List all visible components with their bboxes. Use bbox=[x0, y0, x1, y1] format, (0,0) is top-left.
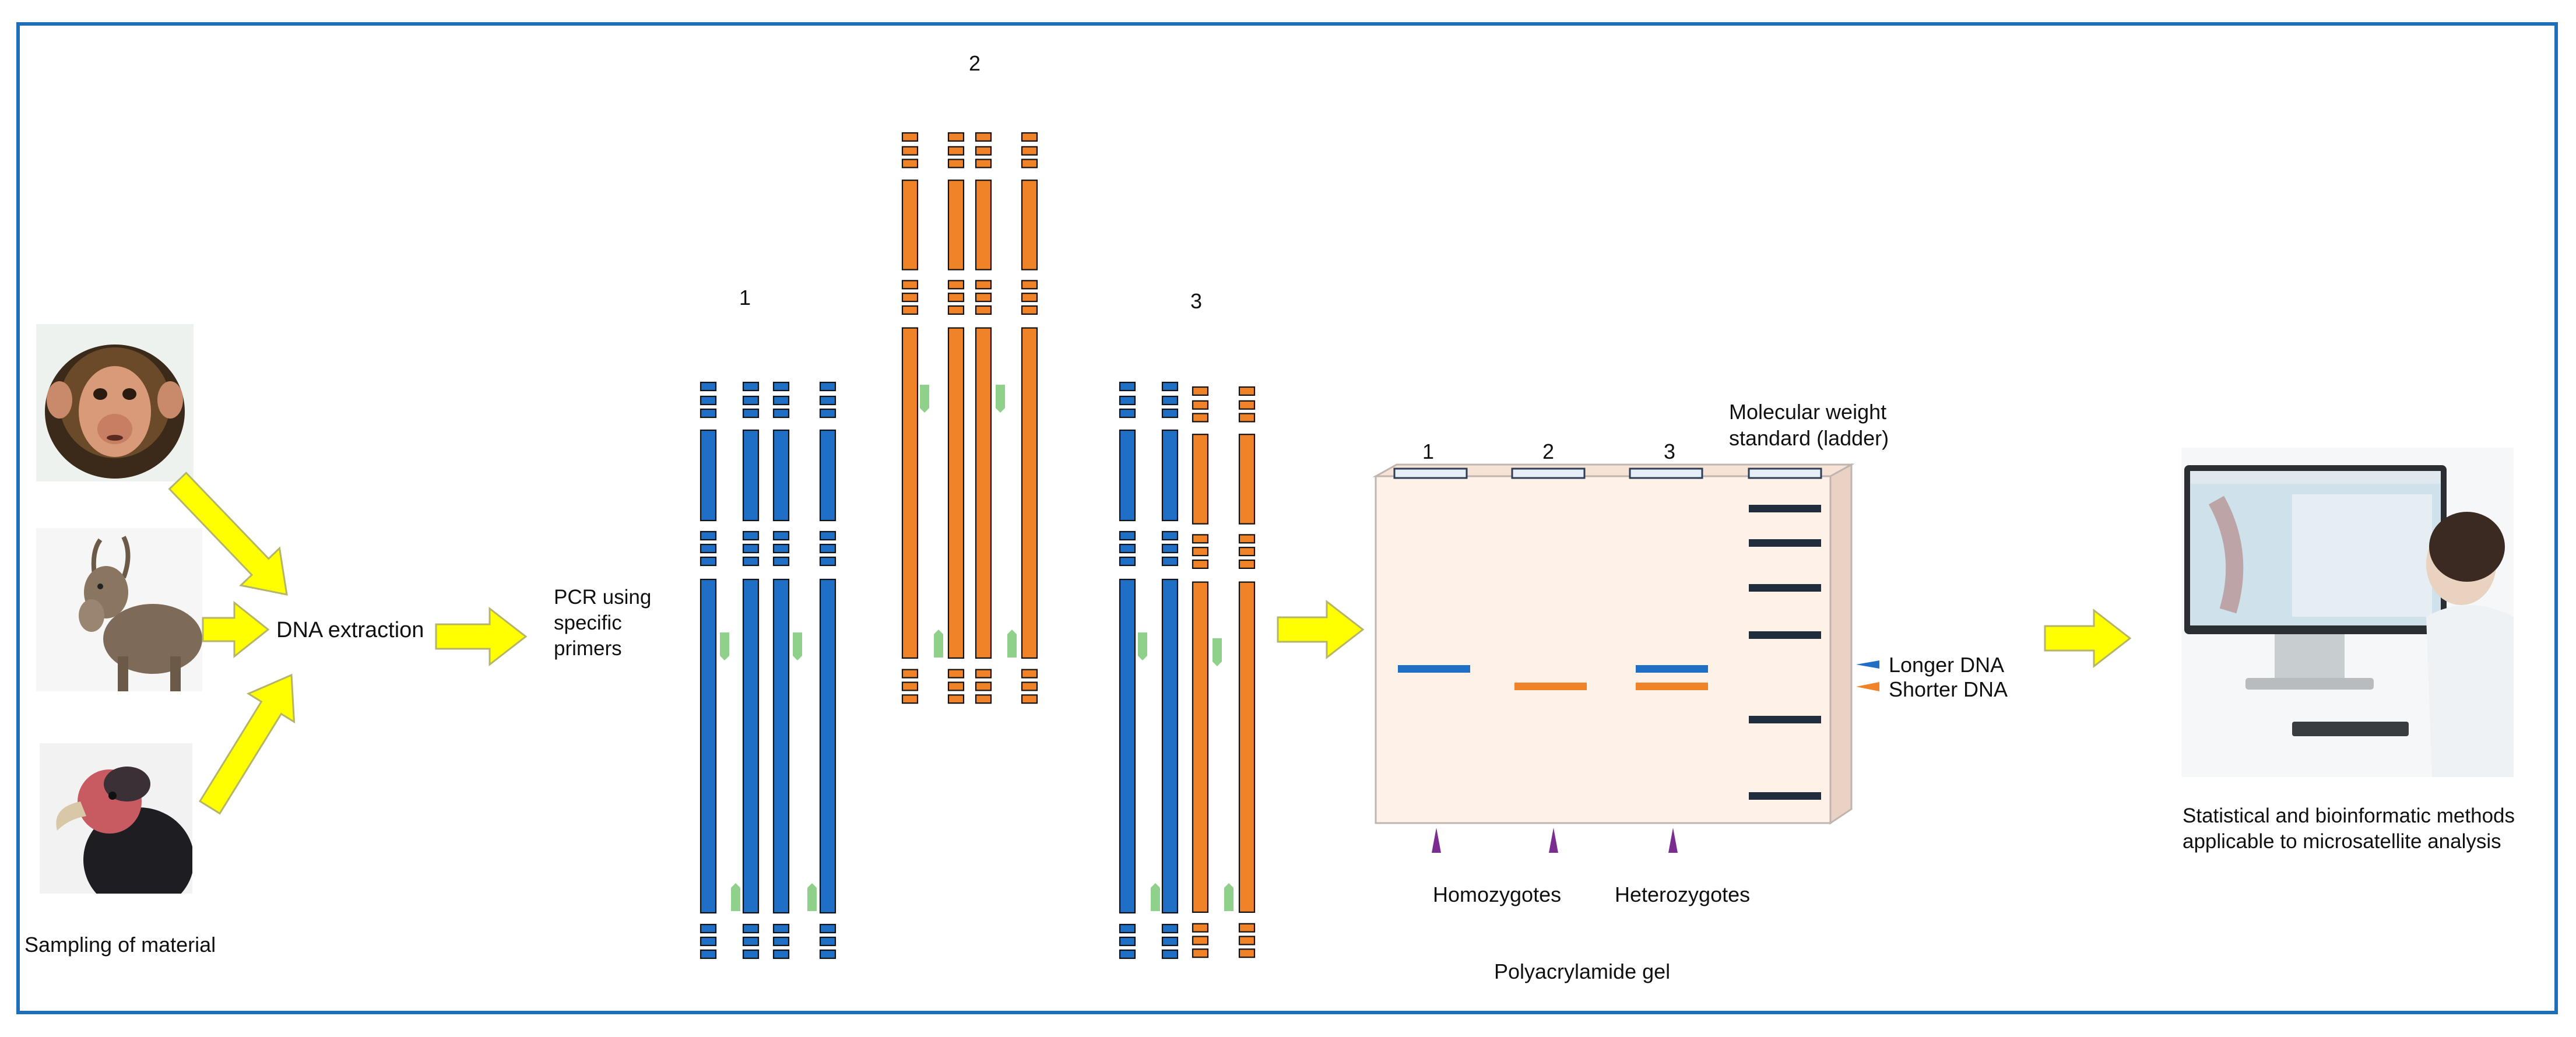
gel-title: Polyacrylamide gel bbox=[1494, 959, 1671, 983]
pcr-lane-3-number: 3 bbox=[1190, 289, 1203, 313]
computer-workstation-photo bbox=[2181, 448, 2514, 777]
heterozygotes-label: Heterozygotes bbox=[1615, 883, 1751, 906]
goat-photo bbox=[36, 528, 202, 691]
statistics-label: Statistical and bioinformatic methods ap… bbox=[2183, 804, 2515, 853]
ladder-label: Molecular weight standard (ladder) bbox=[1729, 400, 1889, 450]
gel-lane-1-number: 1 bbox=[1422, 440, 1435, 463]
pcr-label: PCR using specific primers bbox=[554, 586, 652, 660]
pcr-lane-2-number: 2 bbox=[969, 51, 981, 75]
gel-lane-2-number: 2 bbox=[1542, 440, 1555, 463]
monkey-photo bbox=[36, 324, 194, 481]
sampling-label: Sampling of material bbox=[24, 933, 216, 957]
dna-extraction-label: DNA extraction bbox=[276, 618, 424, 642]
gel-lane-3-number: 3 bbox=[1664, 440, 1676, 463]
vulture-photo bbox=[40, 743, 192, 894]
diagram-border bbox=[16, 22, 2558, 1014]
pcr-lane-1-number: 1 bbox=[739, 286, 751, 310]
homozygotes-label: Homozygotes bbox=[1433, 883, 1562, 906]
longer-dna-label: Longer DNA bbox=[1889, 653, 2005, 677]
shorter-dna-label: Shorter DNA bbox=[1889, 677, 2008, 701]
